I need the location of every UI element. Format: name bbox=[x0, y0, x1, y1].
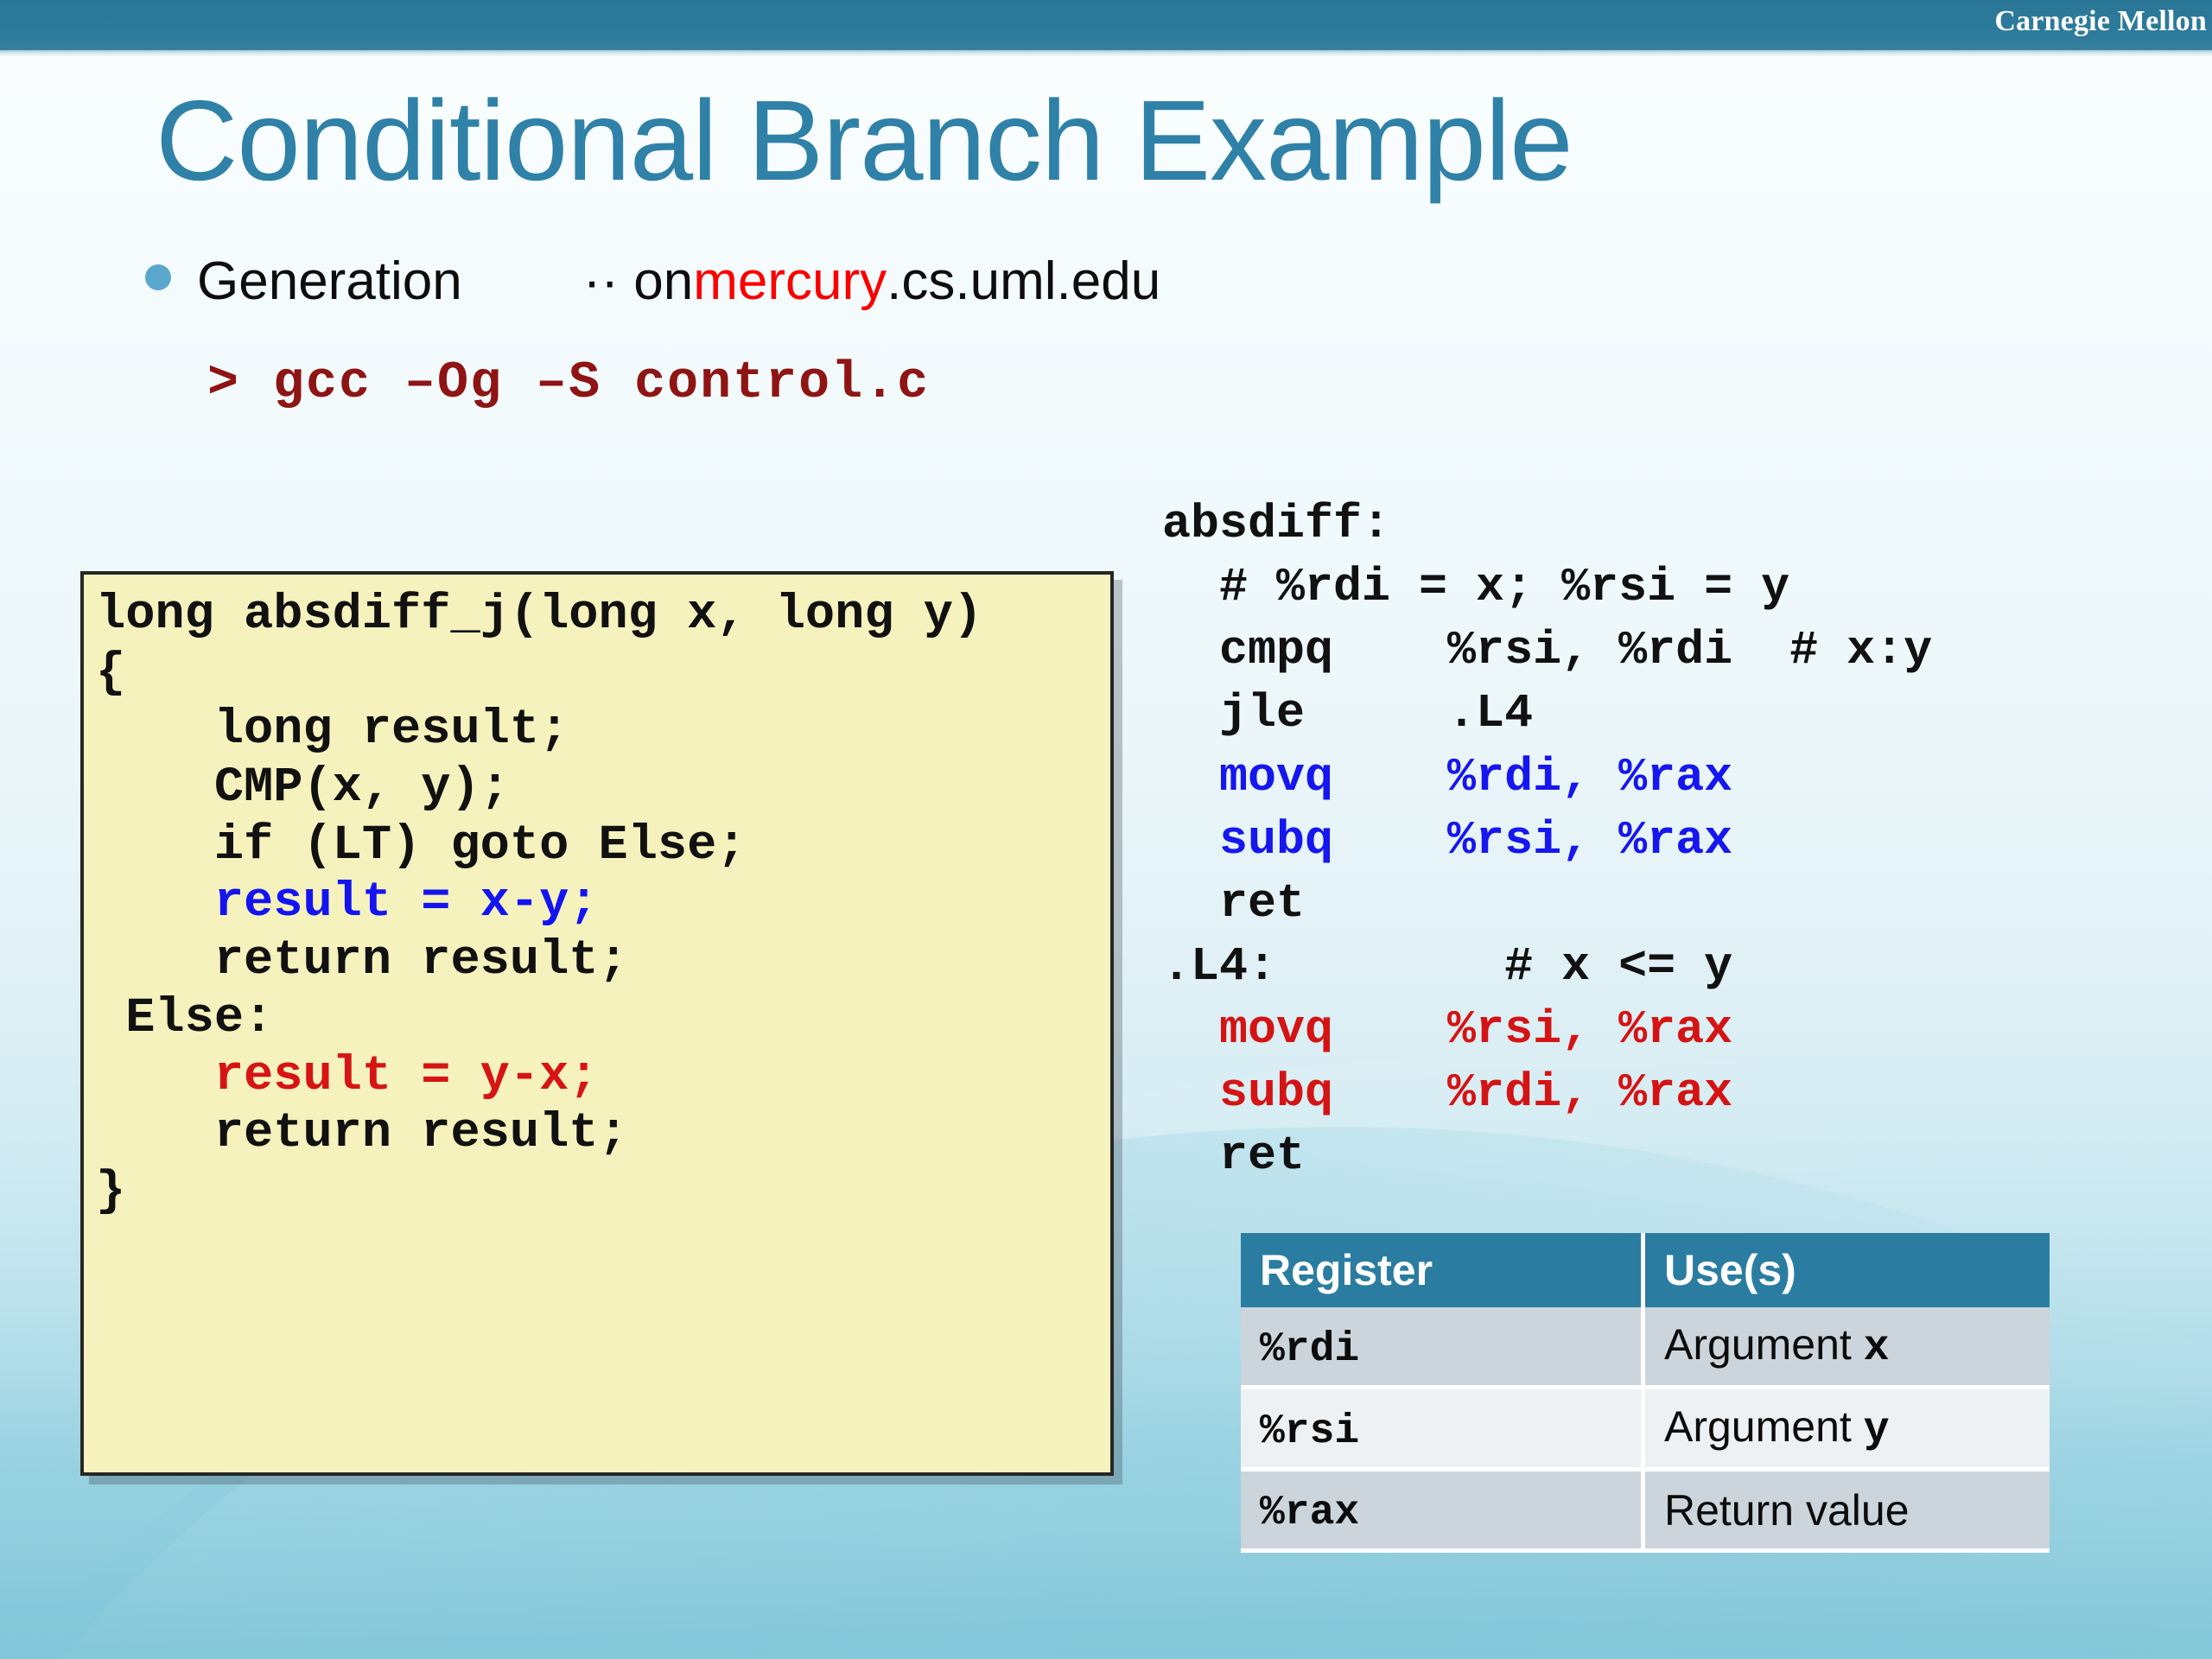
c-code-box: long absdiff_j(long x, long y) { long re… bbox=[80, 571, 1114, 1476]
cell-use: Argument x bbox=[1645, 1307, 2050, 1389]
code-line: jle .L4 bbox=[1162, 686, 1534, 741]
code-line: result = y-x; bbox=[96, 1048, 599, 1104]
code-line: { bbox=[96, 645, 126, 701]
use-description: Argument x bbox=[1664, 1320, 1890, 1373]
code-line: # %rdi = x; %rsi = y bbox=[1162, 560, 1790, 615]
register-name: %rdi bbox=[1260, 1325, 1360, 1373]
code-line: if (LT) goto Else; bbox=[96, 817, 747, 874]
code-line: long absdiff_j(long x, long y) bbox=[96, 588, 983, 643]
c-code-listing: long absdiff_j(long x, long y) { long re… bbox=[96, 587, 1110, 1221]
assembly-listing: absdiff: # %rdi = x; %rsi = y cmpq %rsi,… bbox=[1162, 493, 1932, 1188]
code-line: ret bbox=[1162, 1128, 1306, 1184]
code-line: .L4: # x <= y bbox=[1162, 938, 1733, 994]
host-highlight: mercury bbox=[693, 251, 887, 311]
bullet-label: Generation bbox=[197, 251, 462, 311]
use-description: Return value bbox=[1664, 1485, 1910, 1535]
column-header-register: Register bbox=[1241, 1233, 1645, 1307]
column-header-uses: Use(s) bbox=[1645, 1233, 2050, 1307]
use-description: Argument y bbox=[1664, 1402, 1890, 1455]
bullet-row: Generation ·· on mercury .cs.uml.edu bbox=[145, 251, 1160, 312]
code-line: CMP(x, y); bbox=[96, 760, 510, 817]
code-line: cmpq %rsi, %rdi # x:y bbox=[1162, 623, 1933, 678]
code-line: subq %rsi, %rax bbox=[1162, 812, 1733, 868]
cell-register: %rdi bbox=[1241, 1307, 1645, 1389]
code-line: Else: bbox=[96, 990, 274, 1046]
code-line: long result; bbox=[96, 702, 569, 759]
bullet-dot-icon bbox=[145, 264, 171, 290]
host-domain: .cs.uml.edu bbox=[887, 251, 1161, 311]
code-line: } bbox=[96, 1163, 126, 1219]
shell-command: > gcc –Og –S control.c bbox=[207, 354, 931, 413]
register-name: %rax bbox=[1260, 1490, 1360, 1536]
use-argument-name: y bbox=[1863, 1406, 1890, 1455]
code-line: absdiff: bbox=[1162, 497, 1391, 551]
brand-bar-underline bbox=[0, 50, 2212, 56]
page-title: Conditional Branch Example bbox=[156, 77, 1573, 204]
code-line: movq %rdi, %rax bbox=[1162, 749, 1733, 804]
bullet-note-prefix: ·· on bbox=[582, 251, 694, 311]
cell-use: Argument y bbox=[1645, 1389, 2050, 1471]
code-line: ret bbox=[1162, 875, 1306, 931]
use-argument-name: x bbox=[1863, 1324, 1890, 1373]
brand-bar bbox=[0, 0, 2212, 50]
cell-register: %rax bbox=[1241, 1471, 1645, 1553]
code-line: return result; bbox=[96, 933, 628, 989]
table-header-row: Register Use(s) bbox=[1241, 1233, 2050, 1307]
register-name: %rsi bbox=[1260, 1408, 1360, 1455]
code-line: movq %rsi, %rax bbox=[1162, 1002, 1733, 1058]
code-line: result = x-y; bbox=[96, 875, 599, 931]
table-row: %rax Return value bbox=[1241, 1471, 2050, 1553]
code-line: subq %rdi, %rax bbox=[1162, 1065, 1733, 1121]
code-line: return result; bbox=[96, 1106, 628, 1162]
cell-register: %rsi bbox=[1241, 1389, 1645, 1471]
brand-label: Carnegie Mellon bbox=[1994, 5, 2207, 37]
register-table: Register Use(s) %rdi Argument x %rsi Argume… bbox=[1241, 1233, 2050, 1553]
table-row: %rsi Argument y bbox=[1241, 1389, 2050, 1471]
cell-use: Return value bbox=[1645, 1471, 2050, 1553]
table-row: %rdi Argument x bbox=[1241, 1307, 2050, 1389]
